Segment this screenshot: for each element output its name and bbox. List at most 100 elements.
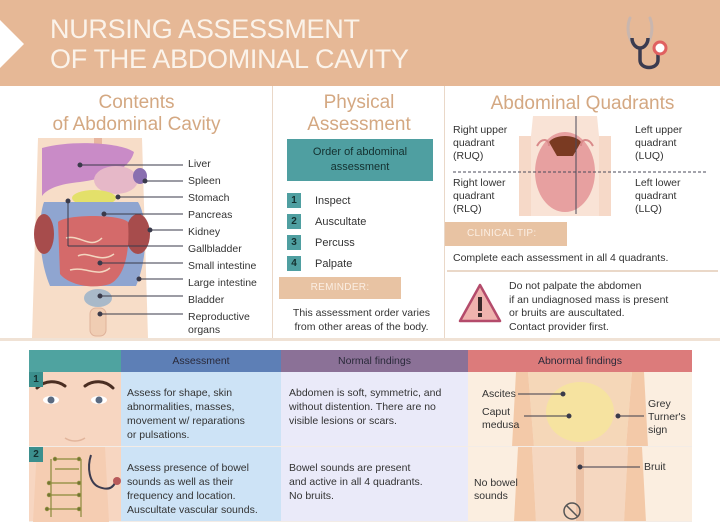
table-row: 1 Assess for shape, skin abnormalities, … bbox=[29, 372, 692, 447]
title-line-2: OF THE ABDOMINAL CAVITY bbox=[50, 44, 409, 74]
reminder-text: This assessment order varies from other … bbox=[279, 306, 444, 334]
rlq-line: quadrant bbox=[453, 190, 495, 202]
organ-label: Gallbladder bbox=[188, 243, 242, 255]
label-line: sounds bbox=[474, 490, 508, 502]
quadrant-dividers bbox=[453, 116, 707, 214]
assessment-steps: 1 Inspect 2 Auscultate 3 Percuss 4 Palpa… bbox=[287, 190, 366, 274]
stethoscope-icon bbox=[626, 16, 668, 70]
cell-line: visible lesions or scars. bbox=[289, 415, 397, 427]
step-label: Auscultate bbox=[315, 215, 367, 228]
physical-assessment-panel: Physical Assessment Order of abdominal a… bbox=[273, 86, 445, 338]
llq-label: Left lower quadrant (LLQ) bbox=[635, 177, 681, 216]
step-auscultate: 2 Auscultate bbox=[287, 211, 366, 232]
organ-label: Liver bbox=[188, 158, 211, 170]
step-percuss: 3 Percuss bbox=[287, 232, 366, 253]
organ-label: Reproductive bbox=[188, 311, 250, 323]
step-label: Percuss bbox=[315, 236, 355, 249]
step-label: Inspect bbox=[315, 194, 351, 207]
face-icon bbox=[35, 380, 115, 442]
cell-line: Bowel sounds are present bbox=[289, 462, 411, 474]
warning-triangle-icon bbox=[458, 283, 502, 323]
cell-line: or pulsations. bbox=[127, 429, 190, 441]
organ-label: Small intestine bbox=[188, 260, 257, 272]
top-section: Contents of Abdominal Cavity bbox=[0, 86, 720, 338]
cell-line: and active in all 4 quadrants. bbox=[289, 476, 423, 488]
warning-text: Do not palpate the abdomen if an undiagn… bbox=[509, 280, 668, 334]
contents-title-line-2: of Abdominal Cavity bbox=[52, 114, 221, 135]
bruit-label: Bruit bbox=[644, 461, 666, 473]
header-abnormal-findings: Abnormal findings bbox=[468, 350, 692, 372]
caput-medusa-label: Caput medusa bbox=[482, 406, 519, 432]
reminder-label: REMINDER: bbox=[279, 277, 401, 299]
label-line: medusa bbox=[482, 419, 520, 431]
luq-line: quadrant bbox=[635, 137, 677, 149]
contents-title: Contents of Abdominal Cavity bbox=[0, 92, 273, 136]
warning-line: Do not palpate the abdomen bbox=[509, 280, 642, 292]
cell-line: Assess for shape, skin bbox=[127, 387, 233, 399]
label-line: Caput bbox=[482, 406, 511, 418]
header-banner: NURSING ASSESSMENT OF THE ABDOMINAL CAVI… bbox=[0, 0, 720, 86]
clinical-tip-text: Complete each assessment in all 4 quadra… bbox=[453, 252, 669, 264]
physical-title-line-2: Assessment bbox=[307, 114, 411, 135]
step-number: 2 bbox=[287, 214, 301, 229]
cell-line: movement w/ reparations bbox=[127, 415, 245, 427]
order-heading-box: Order of abdominal assessment bbox=[287, 139, 433, 181]
organ-label: Pancreas bbox=[188, 209, 233, 221]
organ-label: Bladder bbox=[188, 294, 225, 306]
row-number: 1 bbox=[29, 372, 43, 387]
cell-line: sounds as well as their bbox=[127, 476, 234, 488]
cell-line: frequency and location. bbox=[127, 490, 236, 502]
header-normal-findings: Normal findings bbox=[281, 350, 468, 372]
label-line: sign bbox=[648, 424, 668, 436]
warning-line: Contact provider first. bbox=[509, 320, 609, 333]
step-label: Palpate bbox=[315, 257, 353, 270]
step-number: 3 bbox=[287, 235, 301, 250]
torso-abnormal-illustration bbox=[512, 372, 648, 446]
clinical-tip-label: CLINICAL TIP: bbox=[445, 222, 567, 246]
title-line-1: NURSING ASSESSMENT bbox=[50, 14, 360, 44]
reminder-line-1: This assessment order varies bbox=[292, 307, 431, 319]
organ-label: Spleen bbox=[188, 175, 221, 187]
ruq-line: Right upper bbox=[453, 124, 508, 136]
llq-line: quadrant bbox=[635, 190, 677, 202]
ascites-label: Ascites bbox=[482, 388, 516, 400]
warning-box: Do not palpate the abdomen if an undiagn… bbox=[447, 270, 718, 338]
rlq-label: Right lower quadrant (RLQ) bbox=[453, 177, 506, 216]
cell-line: No bruits. bbox=[289, 490, 334, 502]
step-palpate: 4 Palpate bbox=[287, 253, 366, 274]
rlq-line: Right lower bbox=[453, 177, 506, 189]
quadrants-title: Abdominal Quadrants bbox=[490, 93, 675, 114]
reminder-line-2: from other areas of the body. bbox=[294, 321, 429, 333]
chevron-arrow-icon bbox=[0, 20, 24, 68]
cell-line: Auscultate vascular sounds. bbox=[127, 504, 258, 516]
organ-label: Kidney bbox=[188, 226, 221, 238]
abnormal-findings-cell: Bruit No bowel sounds bbox=[468, 447, 692, 521]
findings-table: Assessment Normal findings Abnormal find… bbox=[29, 350, 692, 522]
cell-line: abnormalities, masses, bbox=[127, 401, 235, 413]
section-divider bbox=[0, 338, 720, 341]
header-assessment: Assessment bbox=[121, 350, 281, 372]
ruq-label: Right upper quadrant (RUQ) bbox=[453, 124, 507, 163]
assessment-cell: Assess presence of bowel sounds as well … bbox=[121, 447, 281, 521]
llq-line: Left lower bbox=[635, 177, 681, 189]
physical-title: Physical Assessment bbox=[273, 92, 445, 136]
abnormal-findings-cell: Ascites Caput medusa Grey Turner's sign bbox=[468, 372, 692, 446]
cell-line: Abdomen is soft, symmetric, and bbox=[289, 387, 442, 399]
abdominal-organs-illustration bbox=[32, 138, 150, 338]
contents-panel: Contents of Abdominal Cavity bbox=[0, 86, 273, 338]
normal-findings-cell: Abdomen is soft, symmetric, and without … bbox=[281, 372, 468, 446]
warning-line: if an undiagnosed mass is present bbox=[509, 293, 669, 306]
table-row: 2 Assess presence of bowel sounds as wel… bbox=[29, 447, 692, 522]
step-number: 1 bbox=[287, 193, 301, 208]
grey-turners-sign-label: Grey Turner's sign bbox=[648, 398, 686, 437]
face-eyes-illustration: 1 bbox=[29, 372, 121, 446]
warning-line: or bruits are auscultated. bbox=[509, 307, 625, 319]
rlq-line: (RLQ) bbox=[453, 203, 482, 215]
ruq-line: quadrant bbox=[453, 137, 495, 149]
luq-line: (LUQ) bbox=[635, 150, 664, 162]
normal-findings-cell: Bowel sounds are present and active in a… bbox=[281, 447, 468, 521]
quadrants-panel: Abdominal Quadrants Right upper quadrant… bbox=[445, 86, 720, 338]
order-line-2: assessment bbox=[330, 161, 390, 173]
organ-label: organs bbox=[188, 324, 221, 336]
luq-label: Left upper quadrant (LUQ) bbox=[635, 124, 682, 163]
